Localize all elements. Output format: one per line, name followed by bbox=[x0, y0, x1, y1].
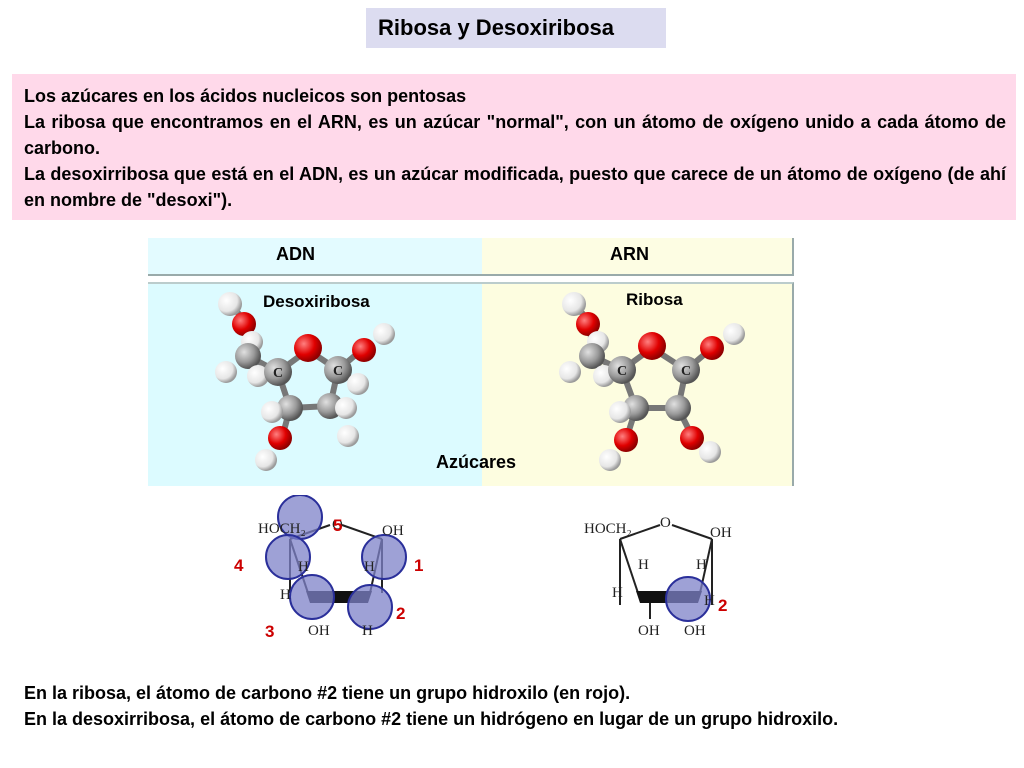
oxygen-atom bbox=[700, 336, 724, 360]
h-bottom-right-label: H bbox=[704, 593, 715, 609]
oxygen-atom bbox=[614, 428, 638, 452]
conclusion-paragraph-2: En la desoxirribosa, el átomo de carbono… bbox=[24, 709, 839, 729]
hydrogen-atom bbox=[335, 397, 357, 419]
ring-oxygen-label: O bbox=[332, 517, 343, 533]
ring-oxygen-label: O bbox=[660, 515, 671, 531]
oh-bottom-label: OH bbox=[308, 623, 330, 639]
hydrogen-atom bbox=[699, 441, 721, 463]
desoxiribosa-ball-model: C C bbox=[215, 292, 395, 471]
ribosa-label: Ribosa bbox=[626, 290, 683, 309]
intro-box: Los azúcares en los ácidos nucleicos son… bbox=[12, 74, 1016, 220]
ribosa-haworth: HOCH₂ O OH H H H H OH OH bbox=[584, 515, 732, 639]
oxygen-atom bbox=[294, 334, 322, 362]
molecule-panels: ADN ARN Desoxiribosa bbox=[148, 238, 794, 490]
panel-header-row: ADN ARN bbox=[148, 238, 794, 276]
intro-paragraph-1: Los azúcares en los ácidos nucleicos son… bbox=[24, 86, 467, 106]
conclusion-paragraph-1: En la ribosa, el átomo de carbono #2 tie… bbox=[24, 683, 631, 703]
h-left-label: H bbox=[638, 557, 649, 573]
carbon-atom bbox=[324, 356, 352, 384]
hydrogen-atom bbox=[373, 323, 395, 345]
hoch2-label: HOCH₂ bbox=[584, 521, 632, 537]
desoxiribosa-label: Desoxiribosa bbox=[263, 292, 370, 311]
highlight-circle bbox=[347, 584, 393, 630]
oxygen-atom bbox=[638, 332, 666, 360]
hydrogen-atom bbox=[215, 361, 237, 383]
oxygen-atom bbox=[352, 338, 376, 362]
ribosa-panel: Ribosa C C bbox=[436, 282, 794, 486]
carbon-number-3: 3 bbox=[265, 622, 275, 641]
carbon-label: C bbox=[681, 364, 691, 379]
azucares-label: Azúcares bbox=[436, 452, 517, 472]
conclusion-text: En la ribosa, el átomo de carbono #2 tie… bbox=[24, 680, 996, 732]
h-bottom-left-label: H bbox=[280, 587, 291, 603]
carbon-label: C bbox=[617, 364, 627, 379]
highlight-circle bbox=[361, 534, 407, 580]
panel-body-row: Desoxiribosa bbox=[148, 282, 794, 486]
carbon-atom bbox=[264, 358, 292, 386]
hydrogen-atom bbox=[559, 361, 581, 383]
hydrogen-atom bbox=[261, 401, 283, 423]
hydrogen-atom bbox=[562, 292, 586, 316]
arn-header: ARN bbox=[482, 238, 794, 276]
oh-bottom-highlighted-label: OH bbox=[684, 623, 706, 639]
highlight-circle bbox=[665, 576, 711, 622]
hydrogen-atom bbox=[347, 373, 369, 395]
hydrogen-atom bbox=[247, 365, 269, 387]
ribosa-ball-model: C C bbox=[559, 292, 745, 471]
carbon-number-4: 4 bbox=[234, 556, 244, 575]
oh-top-label: OH bbox=[382, 523, 404, 539]
intro-paragraph-2: La ribosa que encontramos en el ARN, es … bbox=[24, 112, 1006, 158]
oxygen-atom bbox=[232, 312, 256, 336]
desoxiribosa-haworth: HOCH₂ O OH H H H OH H bbox=[258, 495, 407, 639]
oh-bottom-label: OH bbox=[638, 623, 660, 639]
carbon-atom bbox=[672, 356, 700, 384]
carbon-atom bbox=[277, 395, 303, 421]
hydrogen-atom bbox=[255, 449, 277, 471]
hoch2-label: HOCH₂ bbox=[258, 521, 306, 537]
carbon-label: C bbox=[333, 364, 343, 379]
highlight-circle bbox=[265, 534, 311, 580]
haworth-structures: HOCH₂ O OH H H H OH H HOCH₂ O OH H H H H… bbox=[258, 495, 732, 639]
hydrogen-atom bbox=[609, 401, 631, 423]
oxygen-atom bbox=[576, 312, 600, 336]
carbon-number-1: 1 bbox=[414, 556, 424, 575]
h-bottom-label: H bbox=[362, 623, 373, 639]
carbon-atom bbox=[579, 343, 605, 369]
carbon-atom bbox=[608, 356, 636, 384]
adn-header-label: ADN bbox=[276, 244, 315, 264]
arn-header-label: ARN bbox=[610, 244, 649, 264]
hydrogen-atom bbox=[723, 323, 745, 345]
hydrogen-atom bbox=[337, 425, 359, 447]
hydrogen-atom bbox=[599, 449, 621, 471]
intro-paragraph-3: La desoxirribosa que está en el ADN, es … bbox=[24, 164, 1006, 210]
adn-header: ADN bbox=[148, 238, 482, 276]
h-bottom-left-label: H bbox=[612, 585, 623, 601]
hydrogen-atom bbox=[218, 292, 242, 316]
carbon-number-2: 2 bbox=[396, 604, 406, 623]
h-left-label: H bbox=[298, 559, 309, 575]
oxygen-atom bbox=[268, 426, 292, 450]
carbon-number-2-ribosa: 2 bbox=[718, 596, 728, 615]
oxygen-atom bbox=[680, 426, 704, 450]
carbon-number-5: 5 bbox=[333, 516, 343, 535]
highlight-circle bbox=[289, 574, 335, 620]
h-right-label: H bbox=[696, 557, 707, 573]
desoxiribosa-panel: Desoxiribosa bbox=[148, 282, 482, 486]
carbon-label: C bbox=[273, 366, 283, 381]
carbon-atom bbox=[235, 343, 261, 369]
oh-top-label: OH bbox=[710, 525, 732, 541]
h-right-label: H bbox=[364, 559, 375, 575]
carbon-atom bbox=[665, 395, 691, 421]
page-title: Ribosa y Desoxiribosa bbox=[366, 8, 666, 48]
